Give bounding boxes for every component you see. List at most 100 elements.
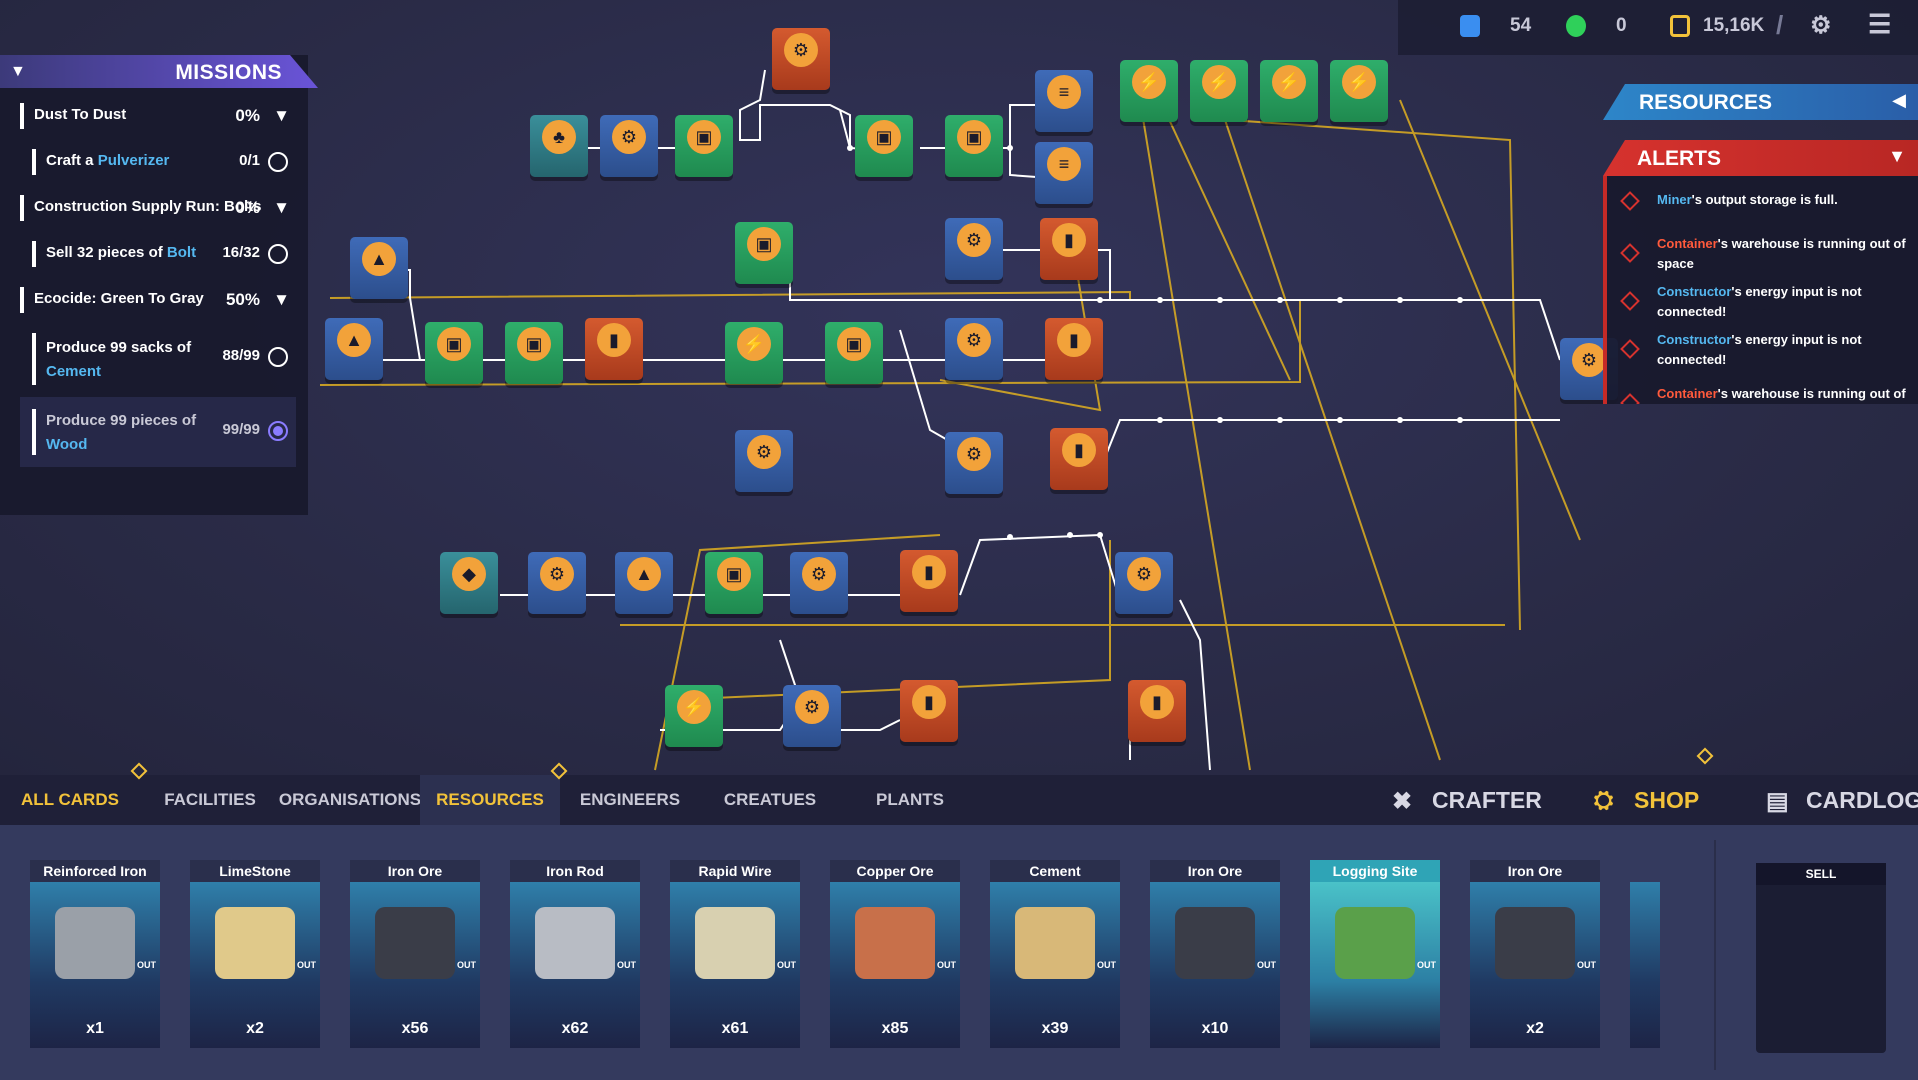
factory-node[interactable]: ▣ xyxy=(425,322,483,384)
shop-button[interactable]: ⛭ SHOP xyxy=(1594,775,1699,825)
mission-item[interactable]: Dust To Dust 0% ▼ xyxy=(20,103,296,129)
collapse-icon[interactable]: ▼ xyxy=(10,63,26,80)
resource-card[interactable]: Reinforced Iron PlateOUTx1 xyxy=(30,860,160,1048)
factory-node[interactable]: ⚙ xyxy=(945,432,1003,494)
alert-item[interactable]: Container's warehouse is running out of … xyxy=(1620,234,1913,274)
mission-item[interactable]: Construction Supply Run: Bolts 0% ▼ xyxy=(20,195,296,221)
factory-node[interactable]: ⚡ xyxy=(1120,60,1178,122)
tab-plants[interactable]: PLANTS xyxy=(876,790,944,809)
crafter-button[interactable]: ✖ CRAFTER xyxy=(1392,775,1542,825)
resource-card-partial[interactable] xyxy=(1630,860,1660,1048)
factory-node[interactable]: ≡ xyxy=(1035,70,1093,132)
sell-zone[interactable]: SELL xyxy=(1756,863,1886,1053)
resources-header[interactable]: RESOURCES ◀ xyxy=(1603,84,1918,120)
chevron-down-icon[interactable]: ▼ xyxy=(1888,146,1906,166)
output-port[interactable]: OUT xyxy=(137,960,156,970)
output-port[interactable]: OUT xyxy=(937,960,956,970)
factory-node[interactable]: ▲ xyxy=(615,552,673,614)
factory-node[interactable]: ⚡ xyxy=(665,685,723,747)
factory-node[interactable]: ⚡ xyxy=(725,322,783,384)
factory-node[interactable]: ▮ xyxy=(1050,428,1108,490)
card-art xyxy=(215,907,295,979)
chevron-down-icon[interactable]: ▼ xyxy=(273,198,290,217)
tab-creatues[interactable]: CREATUES xyxy=(723,790,817,809)
output-port[interactable]: OUT xyxy=(1577,960,1596,970)
output-port[interactable]: OUT xyxy=(457,960,476,970)
output-port[interactable]: OUT xyxy=(1097,960,1116,970)
factory-node[interactable]: ≡ xyxy=(1035,142,1093,204)
warning-icon xyxy=(1620,339,1640,359)
factory-node[interactable]: ⚙ xyxy=(1115,552,1173,614)
factory-node[interactable]: ▣ xyxy=(855,115,913,177)
alerts-list[interactable]: Miner's output storage is full. Containe… xyxy=(1603,176,1918,404)
alert-item[interactable]: Constructor's energy input is not connec… xyxy=(1620,282,1913,322)
factory-node[interactable]: ⚡ xyxy=(1190,60,1248,122)
chevron-down-icon[interactable]: ▼ xyxy=(273,290,290,309)
mission-task[interactable]: Sell 32 pieces of Bolt 16/32 xyxy=(20,241,296,267)
factory-node[interactable]: ⚙ xyxy=(600,115,658,177)
mission-task[interactable]: Craft a Pulverizer 0/1 xyxy=(20,149,296,175)
tab-organisations[interactable]: ORGANISATIONS xyxy=(278,790,422,809)
alert-item[interactable]: Constructor's energy input is not connec… xyxy=(1620,330,1913,370)
factory-node[interactable]: ⚙ xyxy=(772,28,830,90)
factory-node[interactable]: ⚙ xyxy=(790,552,848,614)
factory-node[interactable]: ▮ xyxy=(1128,680,1186,742)
alert-item[interactable]: Container's warehouse is running out of xyxy=(1620,384,1913,404)
factory-node[interactable]: ▣ xyxy=(505,322,563,384)
factory-node[interactable]: ▣ xyxy=(945,115,1003,177)
alerts-title: ALERTS xyxy=(1637,147,1721,170)
factory-node[interactable]: ⚙ xyxy=(528,552,586,614)
menu-icon[interactable]: ☰ xyxy=(1868,9,1892,39)
output-port[interactable]: OUT xyxy=(777,960,796,970)
gear-icon[interactable]: ⚙ xyxy=(1810,12,1832,39)
factory-node[interactable]: ⚙ xyxy=(735,430,793,492)
chevron-down-icon[interactable]: ▼ xyxy=(273,106,290,125)
factory-node[interactable]: ♣ xyxy=(530,115,588,177)
factory-node[interactable]: ⚡ xyxy=(1330,60,1388,122)
tab-all-cards[interactable]: ALL CARDS xyxy=(21,790,119,809)
cardlog-button[interactable]: ▤ CARDLOG xyxy=(1766,775,1918,825)
output-port[interactable]: OUT xyxy=(297,960,316,970)
factory-node[interactable]: ▮ xyxy=(900,550,958,612)
tab-facilities[interactable]: FACILITIES xyxy=(164,790,256,809)
factory-board[interactable]: ⚙ ♣ ⚙ ▣ ▣ ▣ ≡ ≡ ⚡ ⚡ ⚡ ⚡ ▲ ▣ ⚙ ▮ ▲ ▣ ▣ ▮ … xyxy=(0,0,1918,775)
factory-node[interactable]: ◆ xyxy=(440,552,498,614)
factory-node[interactable]: ▲ xyxy=(325,318,383,380)
factory-node[interactable]: ⚙ xyxy=(945,218,1003,280)
factory-node[interactable]: ⚙ xyxy=(945,318,1003,380)
mission-item[interactable]: Ecocide: Green To Gray 50% ▼ xyxy=(20,287,296,313)
factory-node[interactable]: ▮ xyxy=(900,680,958,742)
factory-node[interactable]: ▲ xyxy=(350,237,408,299)
factory-node[interactable]: ▣ xyxy=(705,552,763,614)
factory-node[interactable]: ▮ xyxy=(1045,318,1103,380)
factory-node[interactable]: ▣ xyxy=(825,322,883,384)
factory-node[interactable]: ⚡ xyxy=(1260,60,1318,122)
output-port[interactable]: OUT xyxy=(1257,960,1276,970)
tab-engineers[interactable]: ENGINEERS xyxy=(579,790,681,809)
factory-node[interactable]: ⚙ xyxy=(783,685,841,747)
alerts-header[interactable]: ALERTS ▼ xyxy=(1603,140,1918,176)
factory-node[interactable]: ▮ xyxy=(1040,218,1098,280)
factory-node[interactable]: ▣ xyxy=(675,115,733,177)
shop-icon: ⛭ xyxy=(1594,787,1614,814)
chevron-left-icon[interactable]: ◀ xyxy=(1892,90,1906,110)
factory-node[interactable]: ⚙ xyxy=(1560,338,1618,400)
output-port[interactable]: OUT xyxy=(1417,960,1436,970)
output-port[interactable]: OUT xyxy=(617,960,636,970)
missions-header[interactable]: ▼ MISSIONS xyxy=(0,55,318,88)
factory-node[interactable]: ▣ xyxy=(735,222,793,284)
tab-resources[interactable]: RESOURCES xyxy=(420,775,560,825)
alert-item[interactable]: Miner's output storage is full. xyxy=(1620,190,1913,211)
factory-node[interactable]: ▮ xyxy=(585,318,643,380)
